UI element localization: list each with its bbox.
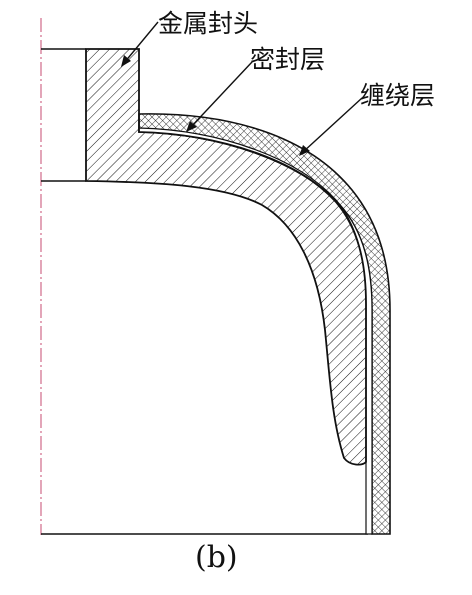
metal-head-label: 金属封头 [158, 9, 259, 38]
leader-winding-layer [299, 97, 363, 156]
metal-head-body [85, 48, 367, 466]
nozzle-opening [41, 48, 86, 182]
figure-caption: (b) [195, 540, 238, 575]
winding-layer-label: 缠绕层 [360, 81, 436, 110]
leader-metal-head [121, 21, 159, 67]
seal-layer-label: 密封层 [250, 45, 326, 74]
leader-seal-layer [186, 61, 253, 132]
